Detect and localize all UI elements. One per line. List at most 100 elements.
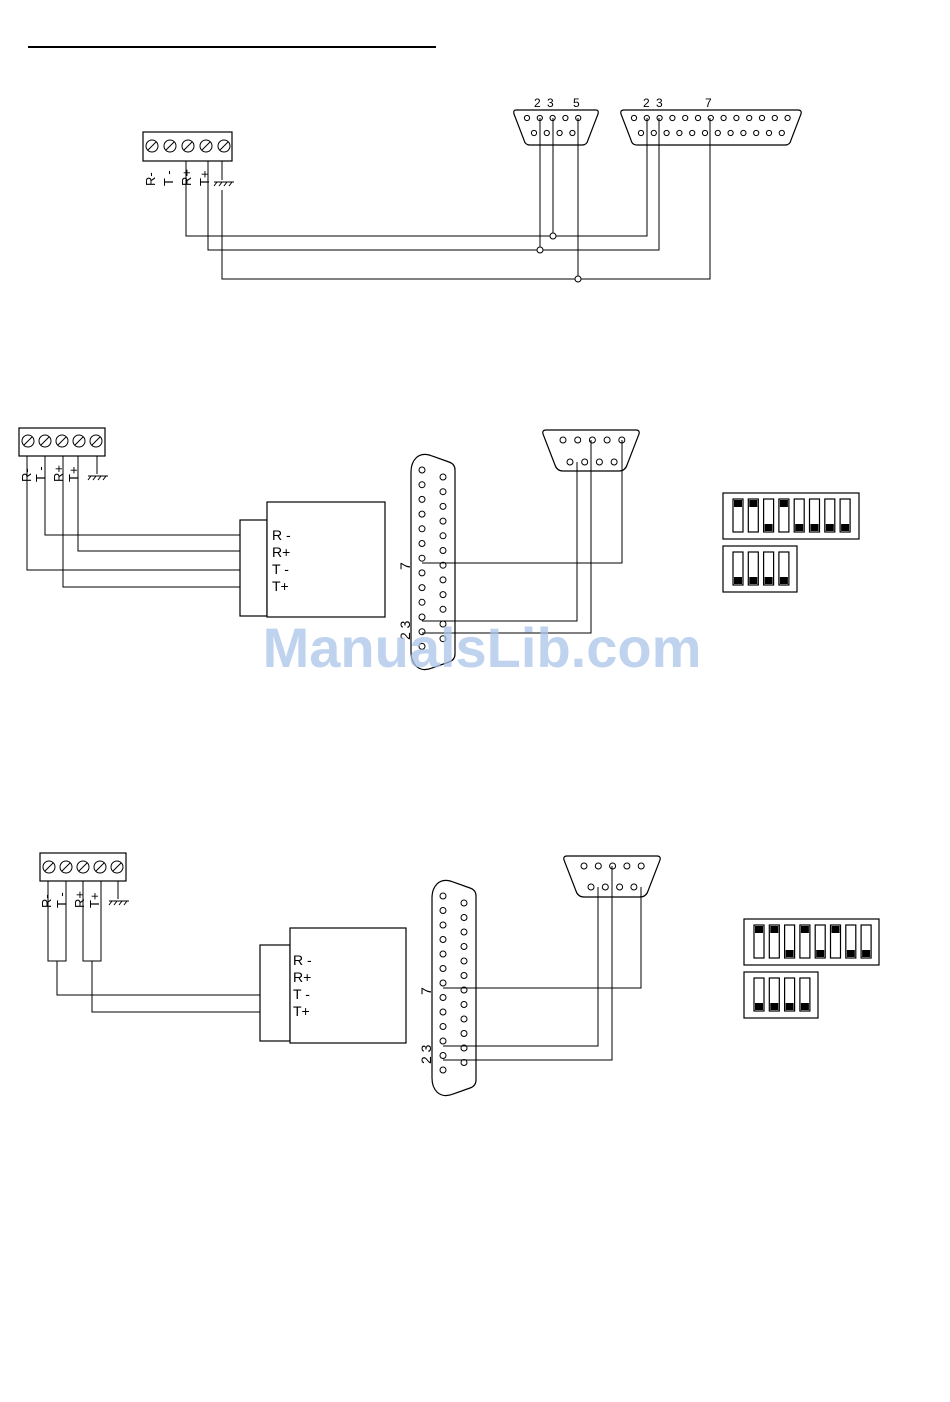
connector-pin <box>604 437 610 443</box>
dip-switch-knob <box>755 1003 763 1010</box>
connector-pin <box>440 922 446 928</box>
connector-pin <box>461 900 467 906</box>
connector-pin <box>766 130 771 135</box>
dip-switch-knob <box>734 500 742 507</box>
connector-pin <box>651 130 656 135</box>
watermark-text: ManualsLib.com <box>263 616 702 679</box>
db9-pin-2-label: 2 <box>534 96 541 110</box>
diagram-3: R- T - R+ T+ R - R+ T - T+ <box>39 853 879 1096</box>
connector-pin <box>461 1031 467 1037</box>
connector-pin <box>638 130 643 135</box>
connector-pin <box>531 130 536 135</box>
connector-pin <box>440 533 446 539</box>
connector-pin <box>741 130 746 135</box>
dip-switch-knob <box>816 950 824 957</box>
connector-pin <box>440 548 446 554</box>
connector-pin <box>544 130 549 135</box>
diagram-1: R- T - R+ T+ 2 3 5 <box>143 96 801 282</box>
connector-pin <box>610 863 616 869</box>
connector-pin <box>702 130 707 135</box>
terminal-block-1: R- T - R+ T+ <box>143 132 234 186</box>
dip-switch-knob <box>801 1003 809 1010</box>
connector-pin <box>734 115 739 120</box>
connector-pin <box>677 130 682 135</box>
converter-label-r-minus: R - <box>272 527 291 543</box>
dip-switch-knob <box>755 926 763 933</box>
dip-switch-knob <box>749 577 757 584</box>
connector-pin <box>440 937 446 943</box>
connector-pin <box>567 459 573 465</box>
dip-switch-knob <box>801 926 809 933</box>
dip-switch-8-d2 <box>723 493 859 539</box>
connector-pin <box>440 474 446 480</box>
connector-pin <box>570 130 575 135</box>
ground-symbol-3 <box>109 881 129 905</box>
connector-pin <box>690 130 695 135</box>
connector-pin <box>440 1038 446 1044</box>
connector-pin <box>461 915 467 921</box>
connector-pin <box>596 459 602 465</box>
connector-pin <box>440 893 446 899</box>
db25-connector-1: 2 3 7 <box>621 96 801 145</box>
connector-pin <box>670 115 675 120</box>
connector-pin <box>440 518 446 524</box>
connector-pin <box>461 1016 467 1022</box>
connector-pin <box>611 459 617 465</box>
connector-pin <box>683 115 688 120</box>
dip-switch-knob <box>780 500 788 507</box>
ground-symbol-2 <box>88 456 108 480</box>
ground-symbol-1 <box>214 161 234 186</box>
connector-pin <box>657 115 662 120</box>
connector-pin <box>419 570 425 576</box>
connector-pin <box>419 467 425 473</box>
connector-pin <box>721 115 726 120</box>
connector-pin <box>754 130 759 135</box>
connector-pin <box>440 606 446 612</box>
dip-switch-4-d2 <box>723 546 797 592</box>
connector-pin <box>638 863 644 869</box>
dip-switch-knob <box>770 926 778 933</box>
connector-pin <box>419 526 425 532</box>
connector-pin <box>440 980 446 986</box>
label-r-minus: R- <box>39 894 54 908</box>
db25-pin-2-label: 2 <box>643 96 650 110</box>
connector-pin <box>440 995 446 1001</box>
connector-pin <box>715 130 720 135</box>
connector-pin <box>631 115 636 120</box>
connector-pin <box>524 115 529 120</box>
dip-switch-knob <box>795 524 803 531</box>
connector-pin <box>440 951 446 957</box>
dip-switch-8-d3 <box>744 919 879 965</box>
connector-pin <box>747 115 752 120</box>
connector-pin <box>461 929 467 935</box>
connector-pin <box>440 1009 446 1015</box>
connector-pin <box>557 130 562 135</box>
db25-pin-2-3-label: 2 3 <box>418 1044 434 1064</box>
dip-switch-knob <box>786 950 794 957</box>
connector-pin <box>772 115 777 120</box>
connector-pin <box>589 437 595 443</box>
dip-switch-knob <box>841 524 849 531</box>
connector-pin <box>419 482 425 488</box>
db9-pin-5-label: 5 <box>573 96 580 110</box>
connector-pin <box>419 585 425 591</box>
connector-pin <box>560 437 566 443</box>
converter-label-r-plus: R+ <box>293 969 311 985</box>
dip-switch-knob <box>832 926 840 933</box>
connector-pin <box>617 884 623 890</box>
db9-connector-1: 2 3 5 <box>514 96 599 145</box>
label-r-plus: R+ <box>51 465 66 482</box>
connector-pin <box>595 863 601 869</box>
label-r-plus: R+ <box>72 891 87 908</box>
connector-pin <box>440 1024 446 1030</box>
connector-pin <box>440 966 446 972</box>
label-t-minus: T - <box>161 170 176 186</box>
connector-pin <box>419 511 425 517</box>
connector-pin <box>581 863 587 869</box>
connector-pin <box>419 555 425 561</box>
connector-pin <box>631 884 637 890</box>
db25-pin-3-label: 3 <box>656 96 663 110</box>
converter-label-t-minus: T - <box>293 986 310 1002</box>
converter-label-r-minus: R - <box>293 952 312 968</box>
